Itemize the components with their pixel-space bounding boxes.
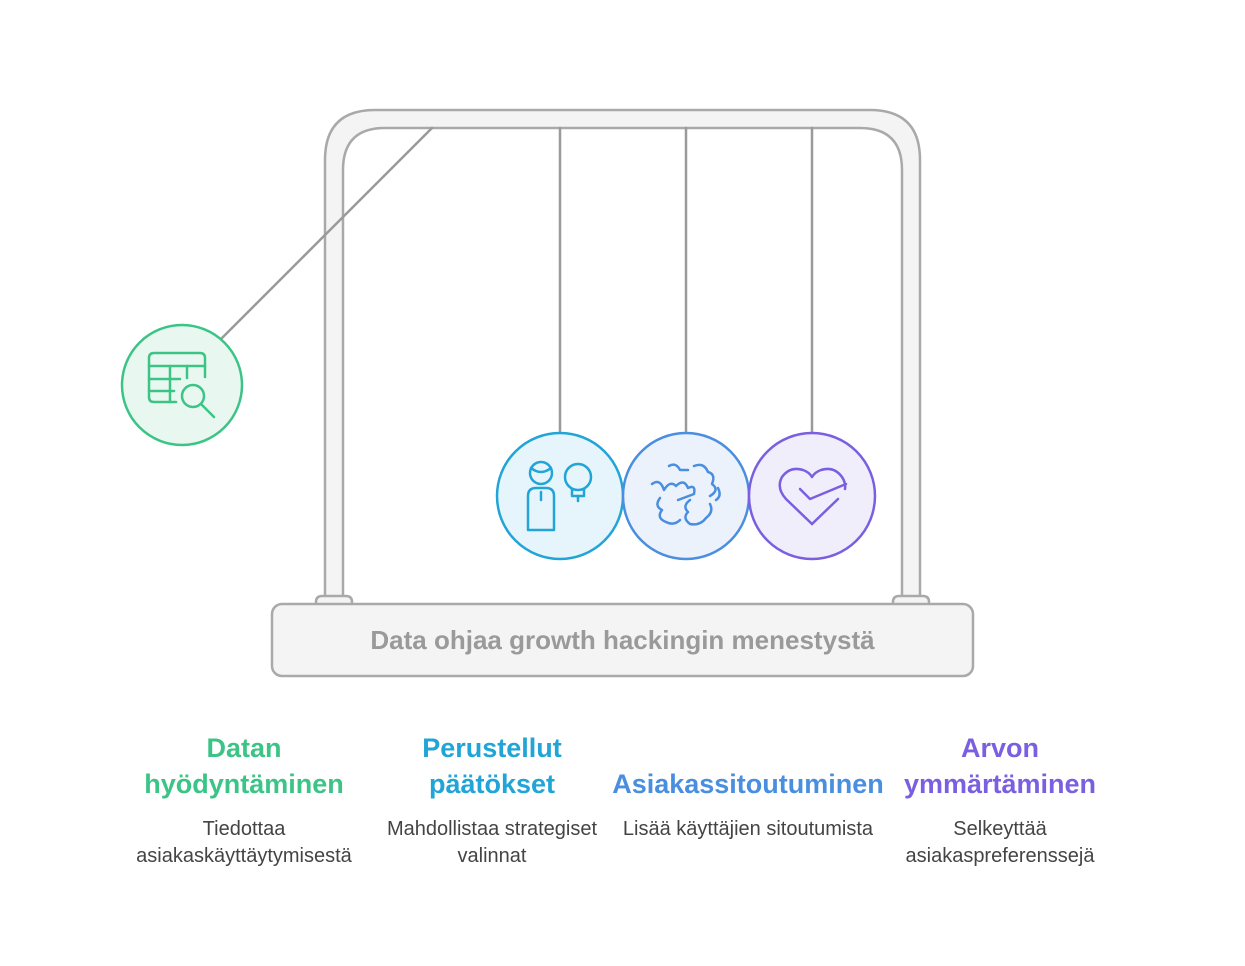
ball-decisions bbox=[495, 431, 625, 561]
item-title: Perustellut päätökset bbox=[422, 733, 562, 799]
item-title: Asiakassitoutuminen bbox=[612, 769, 884, 799]
ball-engagement bbox=[621, 431, 751, 561]
item-title: Datan hyödyntäminen bbox=[144, 733, 344, 799]
ball-data bbox=[120, 323, 244, 447]
ball-value bbox=[747, 431, 877, 561]
item-customer-engagement: Asiakassitoutuminen Lisää käyttäjien sit… bbox=[598, 730, 898, 843]
item-description: Lisää käyttäjien sitoutumista bbox=[622, 818, 874, 840]
item-data-utilization: Datan hyödyntäminen Tiedottaa asiakaskäy… bbox=[114, 730, 374, 870]
handshake-icon bbox=[650, 463, 721, 526]
heart-check-icon bbox=[778, 467, 848, 526]
person-idea-icon bbox=[526, 460, 593, 532]
cradle-strings bbox=[218, 126, 814, 436]
table-search-icon bbox=[147, 351, 216, 419]
string-1 bbox=[218, 126, 434, 342]
item-informed-decisions: Perustellut päätökset Mahdollistaa strat… bbox=[362, 730, 622, 870]
item-description: Tiedottaa asiakaskäyttäytymisestä bbox=[136, 818, 352, 867]
item-title: Arvon ymmärtäminen bbox=[903, 733, 1097, 799]
item-description: Selkeyttää asiakaspreferenssejä bbox=[905, 818, 1095, 867]
cradle-base bbox=[270, 602, 975, 678]
item-value-understanding: Arvon ymmärtäminen Selkeyttää asiakaspre… bbox=[870, 730, 1130, 870]
base-label: Data ohjaa growth hackingin menestystä bbox=[370, 624, 875, 655]
item-description: Mahdollistaa strategiset valinnat bbox=[386, 818, 598, 867]
